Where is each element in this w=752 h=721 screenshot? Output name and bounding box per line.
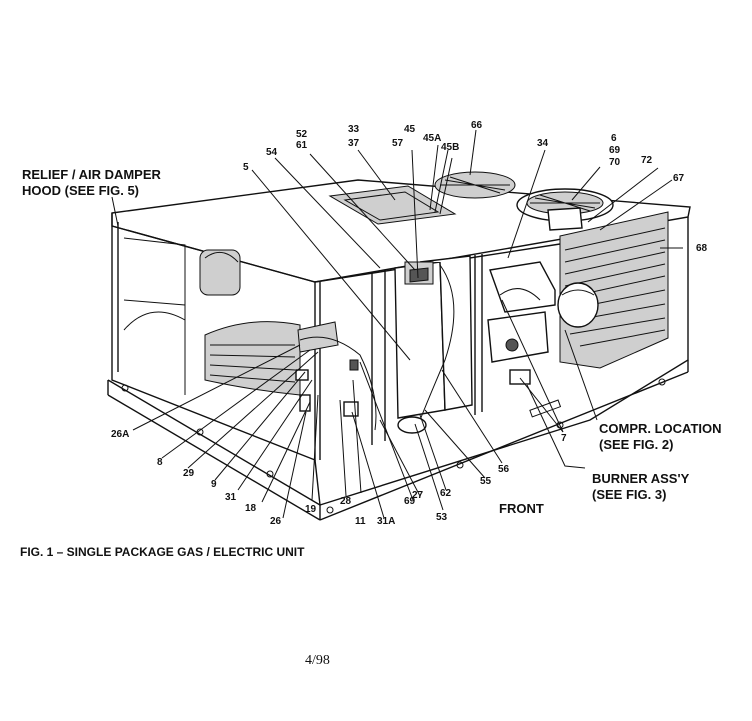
burner-assembly-label-line2: (SEE FIG. 3) [592,487,666,502]
callout-33: 33 [348,124,360,135]
relief-hood-label-line2: HOOD (SEE FIG. 5) [22,183,139,198]
condenser-coil [557,211,669,369]
callout-54: 54 [266,147,278,158]
leader-lines [111,129,683,519]
callout-28: 28 [340,496,352,507]
section-labels: RELIEF / AIR DAMPER HOOD (SEE FIG. 5) CO… [22,167,722,516]
callout-26a: 26A [111,429,129,440]
callout-70: 70 [609,157,621,168]
top-features [328,171,614,231]
callout-19: 19 [305,504,317,515]
callout-45: 45 [404,124,416,135]
front-label: FRONT [499,501,544,516]
relief-hood-label-line1: RELIEF / AIR DAMPER [22,167,162,182]
callout-18: 18 [245,503,257,514]
callout-8: 8 [157,457,163,468]
callout-67: 67 [673,173,685,184]
left-interior [123,237,301,396]
callout-45a: 45A [423,133,441,144]
callout-57: 57 [392,138,404,149]
callout-6: 6 [611,133,617,144]
callout-56: 56 [498,464,510,475]
callout-numbers: 52 61 33 37 45 45A 45B 57 66 34 6 69 70 … [111,120,708,527]
compressor-location-label-line2: (SEE FIG. 2) [599,437,673,452]
callout-69-bottom: 69 [404,496,416,507]
blower-section [295,254,483,460]
callout-68: 68 [696,243,708,254]
callout-27: 27 [412,490,424,501]
callout-11: 11 [355,516,366,527]
compressor-location-label-line1: COMPR. LOCATION [599,421,722,436]
callout-31: 31 [225,492,237,503]
callout-52: 52 [296,129,308,140]
burner-assembly-label-line1: BURNER ASS'Y [592,471,690,486]
callout-53: 53 [436,512,448,523]
callout-55: 55 [480,476,492,487]
callout-37: 37 [348,138,360,149]
callout-45b: 45B [441,142,459,153]
callout-62: 62 [440,488,452,499]
callout-34: 34 [537,138,549,149]
figure-caption: FIG. 1 – SINGLE PACKAGE GAS / ELECTRIC U… [20,545,305,559]
callout-31a: 31A [377,516,395,527]
callout-7: 7 [561,433,567,444]
callout-61: 61 [296,140,308,151]
heat-section [487,261,556,385]
callout-69-top: 69 [609,145,621,156]
callout-9: 9 [211,479,217,490]
callout-26: 26 [270,516,282,527]
callout-66: 66 [471,120,483,131]
page-number: 4/98 [305,653,330,668]
callout-5: 5 [243,162,249,173]
callout-72: 72 [641,155,653,166]
callout-29: 29 [183,468,195,479]
